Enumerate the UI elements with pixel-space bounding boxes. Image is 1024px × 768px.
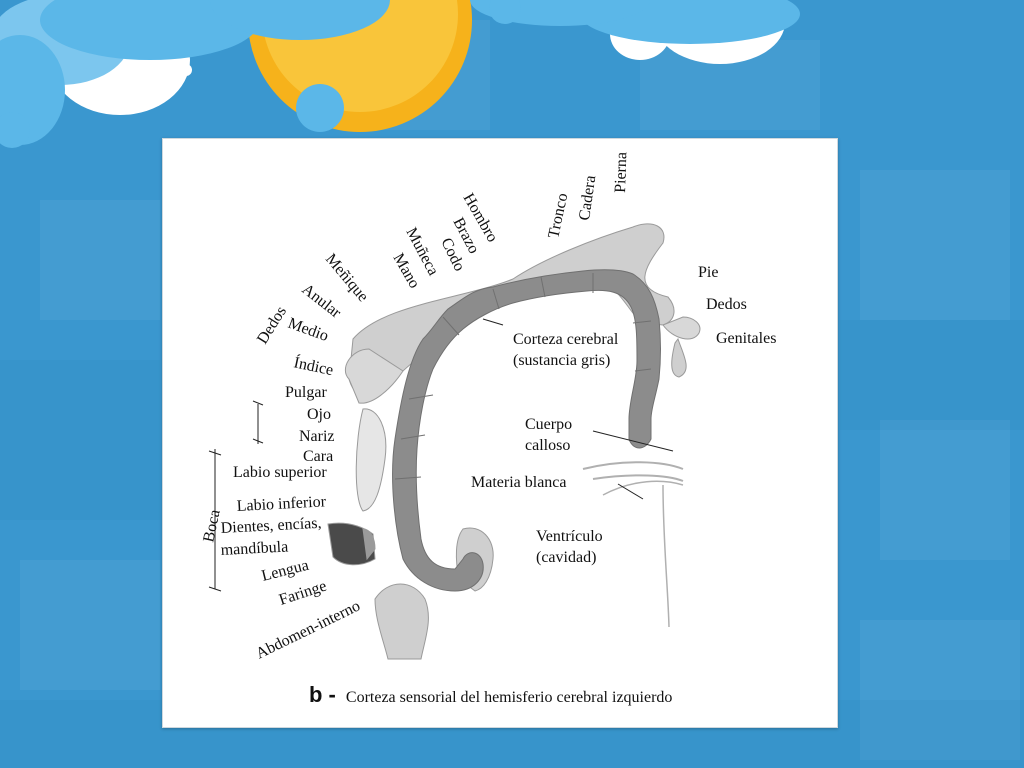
label-labio-superior: Labio superior — [233, 464, 327, 481]
label-boca: Boca — [200, 508, 223, 544]
ventricle-outline — [602, 480, 684, 628]
label-cavidad: (cavidad) — [536, 549, 596, 566]
label-calloso: calloso — [525, 437, 570, 454]
label-anular: Anular — [299, 281, 345, 322]
label-nariz: Nariz — [299, 428, 335, 445]
label-pierna: Pierna — [612, 152, 630, 193]
label-tronco: Tronco — [545, 192, 571, 240]
corpus-callosum — [582, 461, 684, 482]
sensory-homunculus-diagram: Pierna Cadera Tronco Hombro Brazo Codo M… — [200, 152, 776, 707]
label-materia-blanca: Materia blanca — [471, 474, 567, 491]
label-ventriculo: Ventrículo — [536, 528, 603, 545]
label-ojo: Ojo — [307, 406, 331, 423]
cloud-icon — [0, 0, 390, 148]
label-corteza-cerebral: Corteza cerebral — [513, 331, 619, 348]
label-cuerpo: Cuerpo — [525, 416, 572, 433]
caption-letter: b - — [309, 682, 336, 707]
label-indice: Índice — [292, 352, 335, 379]
homunculus-body — [327, 223, 701, 660]
label-cara: Cara — [303, 448, 333, 465]
cortex-gray-matter — [392, 269, 661, 592]
label-dientes: Dientes, encías, — [220, 515, 322, 537]
label-pulgar: Pulgar — [285, 384, 327, 401]
label-mandibula: mandíbula — [220, 538, 288, 559]
caption-text: Corteza sensorial del hemisferio cerebra… — [346, 689, 673, 706]
label-faringe: Faringe — [277, 578, 329, 609]
label-lengua: Lengua — [260, 557, 311, 585]
label-sustancia-gris: (sustancia gris) — [513, 352, 610, 369]
label-pie: Pie — [698, 264, 718, 281]
label-cadera: Cadera — [576, 174, 599, 221]
cortex-folds — [394, 273, 652, 480]
cloud-icon — [470, 0, 800, 64]
label-medio: Medio — [286, 315, 331, 345]
label-dedos-mano: Dedos — [254, 303, 290, 347]
label-genitales: Genitales — [716, 330, 776, 347]
label-abdomen: Abdomen-interno — [253, 597, 363, 662]
figure-caption: b - Corteza sensorial del hemisferio cer… — [309, 682, 672, 707]
sky-decoration — [0, 0, 800, 148]
label-labio-inferior: Labio inferior — [236, 493, 327, 515]
sensory-cortex-figure: Pierna Cadera Tronco Hombro Brazo Codo M… — [162, 138, 838, 728]
label-dedos-pie: Dedos — [706, 296, 747, 313]
leader-lines — [208, 318, 674, 592]
